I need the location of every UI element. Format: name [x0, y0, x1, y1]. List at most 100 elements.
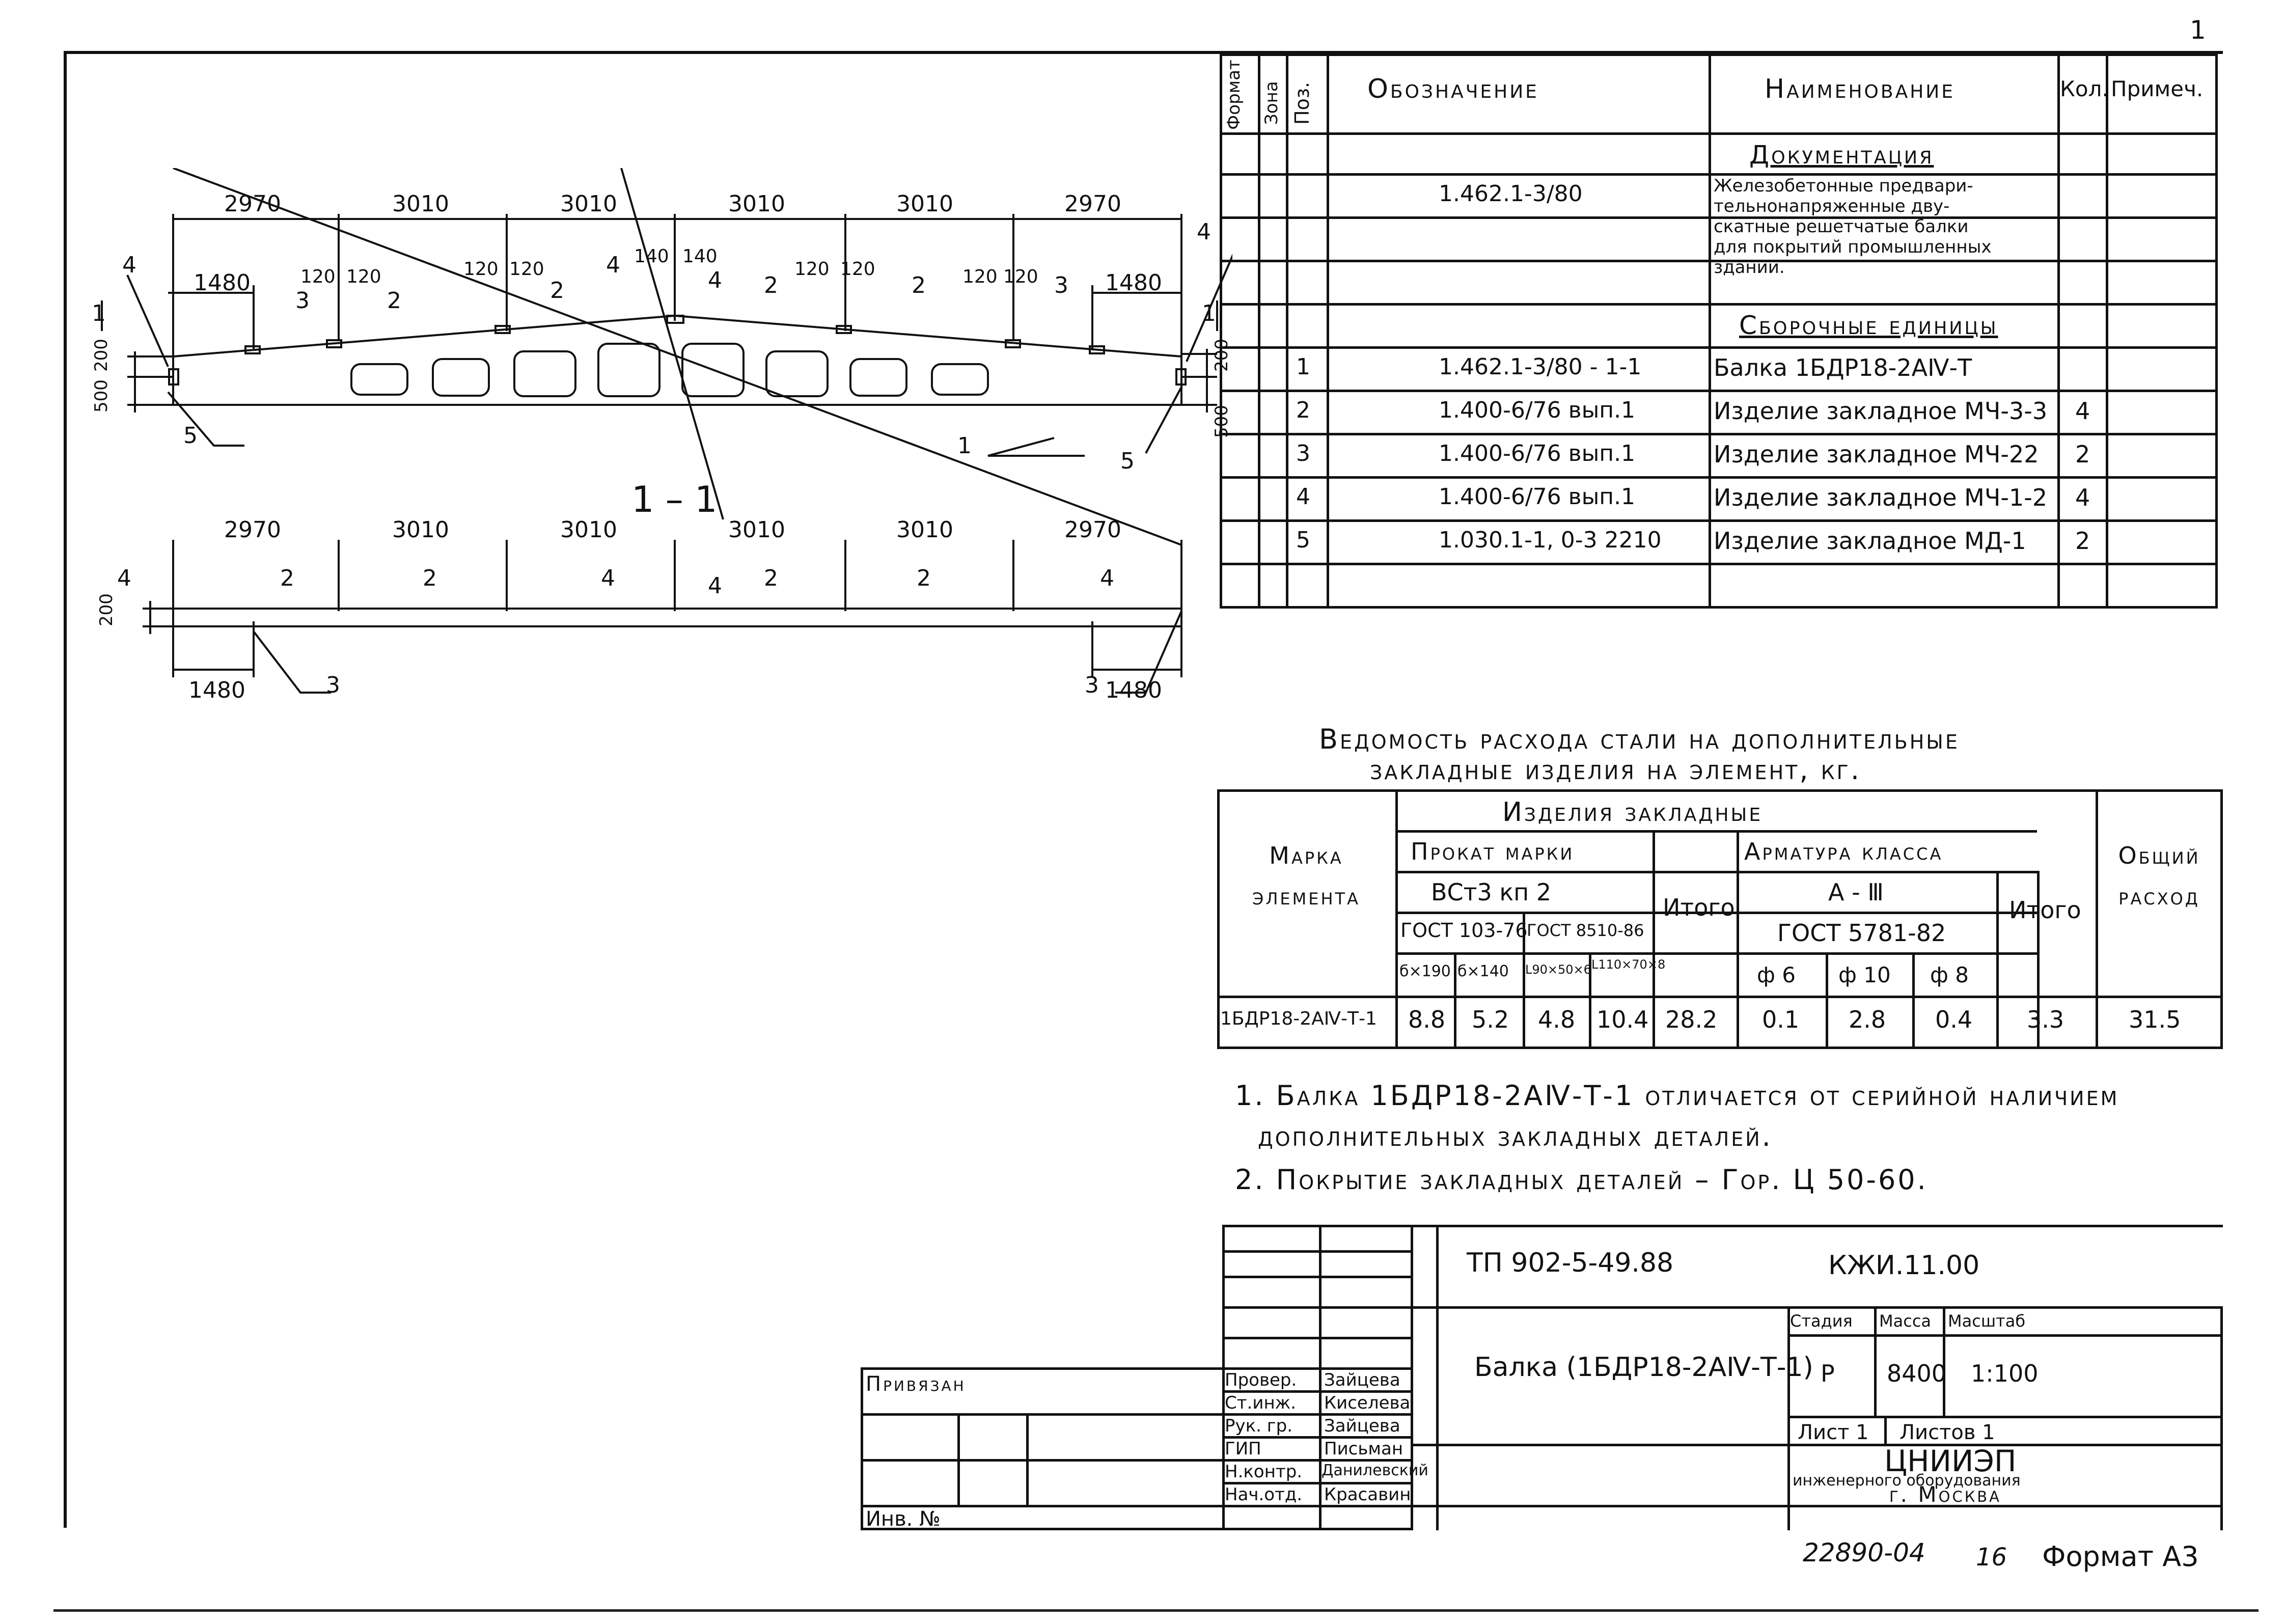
stage-label: Стадия [1790, 1311, 1853, 1331]
svg-text:2970: 2970 [1064, 517, 1121, 543]
diam-3: ф 8 [1930, 962, 1969, 987]
elev-dim-1: 2970 [224, 191, 281, 217]
size-1: б×190 [1399, 962, 1451, 980]
svg-text:4: 4 [117, 565, 131, 591]
svg-text:2: 2 [764, 565, 778, 591]
document-name: Балка (1БДР18-2АⅣ-Т-1) [1474, 1352, 1813, 1383]
header-pos: Поз. [1291, 81, 1313, 125]
bottom-rule [53, 1609, 2259, 1612]
inv-label: Инв. № [866, 1507, 941, 1531]
svg-text:3: 3 [1054, 272, 1068, 298]
header-qty: Кол. [2060, 76, 2109, 101]
header-designation: Обозначение [1367, 74, 1539, 104]
svg-text:4: 4 [601, 565, 615, 591]
svg-text:2: 2 [912, 272, 926, 298]
svg-text:120: 120 [840, 259, 875, 280]
scale-label: Масштаб [1948, 1311, 2026, 1331]
rebar-header: Арматура класса [1744, 838, 1943, 865]
elev-dim-5: 3010 [896, 191, 953, 217]
svg-text:4: 4 [708, 267, 722, 293]
svg-text:1480: 1480 [1105, 677, 1162, 703]
svg-text:3010: 3010 [392, 517, 449, 543]
format-label: Формат А3 [2042, 1540, 2199, 1573]
svg-text:4: 4 [606, 252, 620, 278]
header-note: Примеч. [2111, 76, 2204, 101]
footer-page: 16 [1976, 1543, 2007, 1572]
note-2: 2. Покрытие закладных деталей – Гор. Ц 5… [1235, 1164, 1928, 1196]
gost-3: ГОСТ 5781-82 [1777, 919, 1946, 947]
tied-label: Привязан [866, 1372, 966, 1396]
elev-dim-4: 3010 [728, 191, 785, 217]
note-1-cont: дополнительных закладных деталей. [1258, 1120, 1773, 1152]
svg-text:2: 2 [764, 272, 778, 298]
total-1: Итого [1663, 894, 1735, 921]
elev-dim-2: 3010 [392, 191, 449, 217]
col-mark: Марка элемента [1252, 842, 1360, 910]
svg-text:1: 1 [957, 433, 972, 459]
doc-name-line-4: для покрытий промышленных [1714, 237, 1992, 257]
doc-name-line-1: Железобетонные предвари- [1714, 176, 1973, 196]
mass-label: Масса [1879, 1311, 1932, 1331]
svg-text:500: 500 [92, 379, 112, 412]
svg-text:4: 4 [708, 573, 722, 599]
doc-name-line-2: тельнонапряженные дву- [1714, 196, 1950, 216]
doc-designation: 1.462.1-3/80 [1439, 181, 1583, 207]
scale-value: 1:100 [1971, 1360, 2039, 1387]
svg-text:200: 200 [96, 593, 117, 626]
size-2: б×140 [1457, 962, 1509, 980]
svg-text:3: 3 [326, 672, 340, 698]
steel-table: Марка элемента Изделия закладные Прокат … [1217, 789, 2223, 1049]
doc-name-line-3: скатные решетчатые балки [1714, 216, 1969, 237]
svg-text:120: 120 [300, 266, 336, 287]
doc-name-line-5: зданий. [1714, 257, 1785, 278]
sheet-frame [64, 51, 2223, 1528]
diam-2: ф 10 [1838, 962, 1891, 987]
elev-small-1480-right: 1480 [1105, 270, 1162, 296]
svg-text:4: 4 [122, 252, 136, 278]
svg-text:1: 1 [1202, 300, 1216, 326]
svg-text:2: 2 [550, 278, 564, 304]
steel-table-title-2: закладные изделия на элемент, кг. [1370, 754, 1862, 786]
org-name: ЦНИИЭП [1884, 1444, 2017, 1478]
svg-text:3: 3 [295, 288, 310, 314]
rolled-grade: ВСт3 кп 2 [1431, 878, 1552, 906]
svg-text:3010: 3010 [896, 517, 953, 543]
svg-text:3: 3 [1085, 672, 1099, 698]
diam-1: ф 6 [1757, 962, 1796, 987]
svg-text:120: 120 [962, 266, 998, 287]
svg-text:3010: 3010 [728, 517, 785, 543]
rolled-header: Прокат марки [1411, 838, 1575, 865]
archive-number: 22890-04 [1803, 1538, 1925, 1567]
svg-text:2: 2 [917, 565, 931, 591]
header-format: Формат [1224, 60, 1244, 130]
elev-dim-6: 2970 [1064, 191, 1121, 217]
svg-text:120: 120 [509, 259, 544, 280]
section-documentation: Документация [1749, 140, 1934, 170]
svg-text:2970: 2970 [224, 517, 281, 543]
svg-text:2: 2 [423, 565, 437, 591]
sheet-number: Лист 1 [1798, 1421, 1869, 1444]
mass-value: 8400 [1887, 1360, 1947, 1387]
svg-text:5: 5 [1120, 448, 1135, 474]
title-block: ТП 902-5-49.88 КЖИ.11.00 Балка (1БДР18-2… [861, 1225, 2223, 1531]
project-code: ТП 902-5-49.88 [1467, 1248, 1674, 1278]
gost-1: ГОСТ 103-76 [1400, 919, 1528, 942]
svg-text:4: 4 [1100, 565, 1114, 591]
svg-text:140: 140 [634, 246, 669, 267]
elev-dim-3: 3010 [560, 191, 617, 217]
svg-text:120: 120 [463, 259, 499, 280]
steel-table-title-1: Ведомость расхода стали на дополнительны… [1319, 723, 1960, 755]
svg-text:2: 2 [387, 288, 401, 314]
svg-text:1480: 1480 [188, 677, 245, 703]
gost-2: ГОСТ 8510-86 [1527, 921, 1644, 940]
svg-text:120: 120 [794, 259, 830, 280]
svg-text:4: 4 [1197, 219, 1211, 245]
header-zone: Зона [1261, 81, 1282, 125]
svg-text:3010: 3010 [560, 517, 617, 543]
corner-page-mark: 1 [2190, 15, 2206, 45]
sheet-count: Листов 1 [1899, 1421, 1995, 1444]
svg-text:140: 140 [682, 246, 718, 267]
svg-text:2: 2 [280, 565, 294, 591]
group-header: Изделия закладные [1502, 797, 1763, 828]
org-dept: инженерного оборудования [1793, 1472, 2021, 1490]
